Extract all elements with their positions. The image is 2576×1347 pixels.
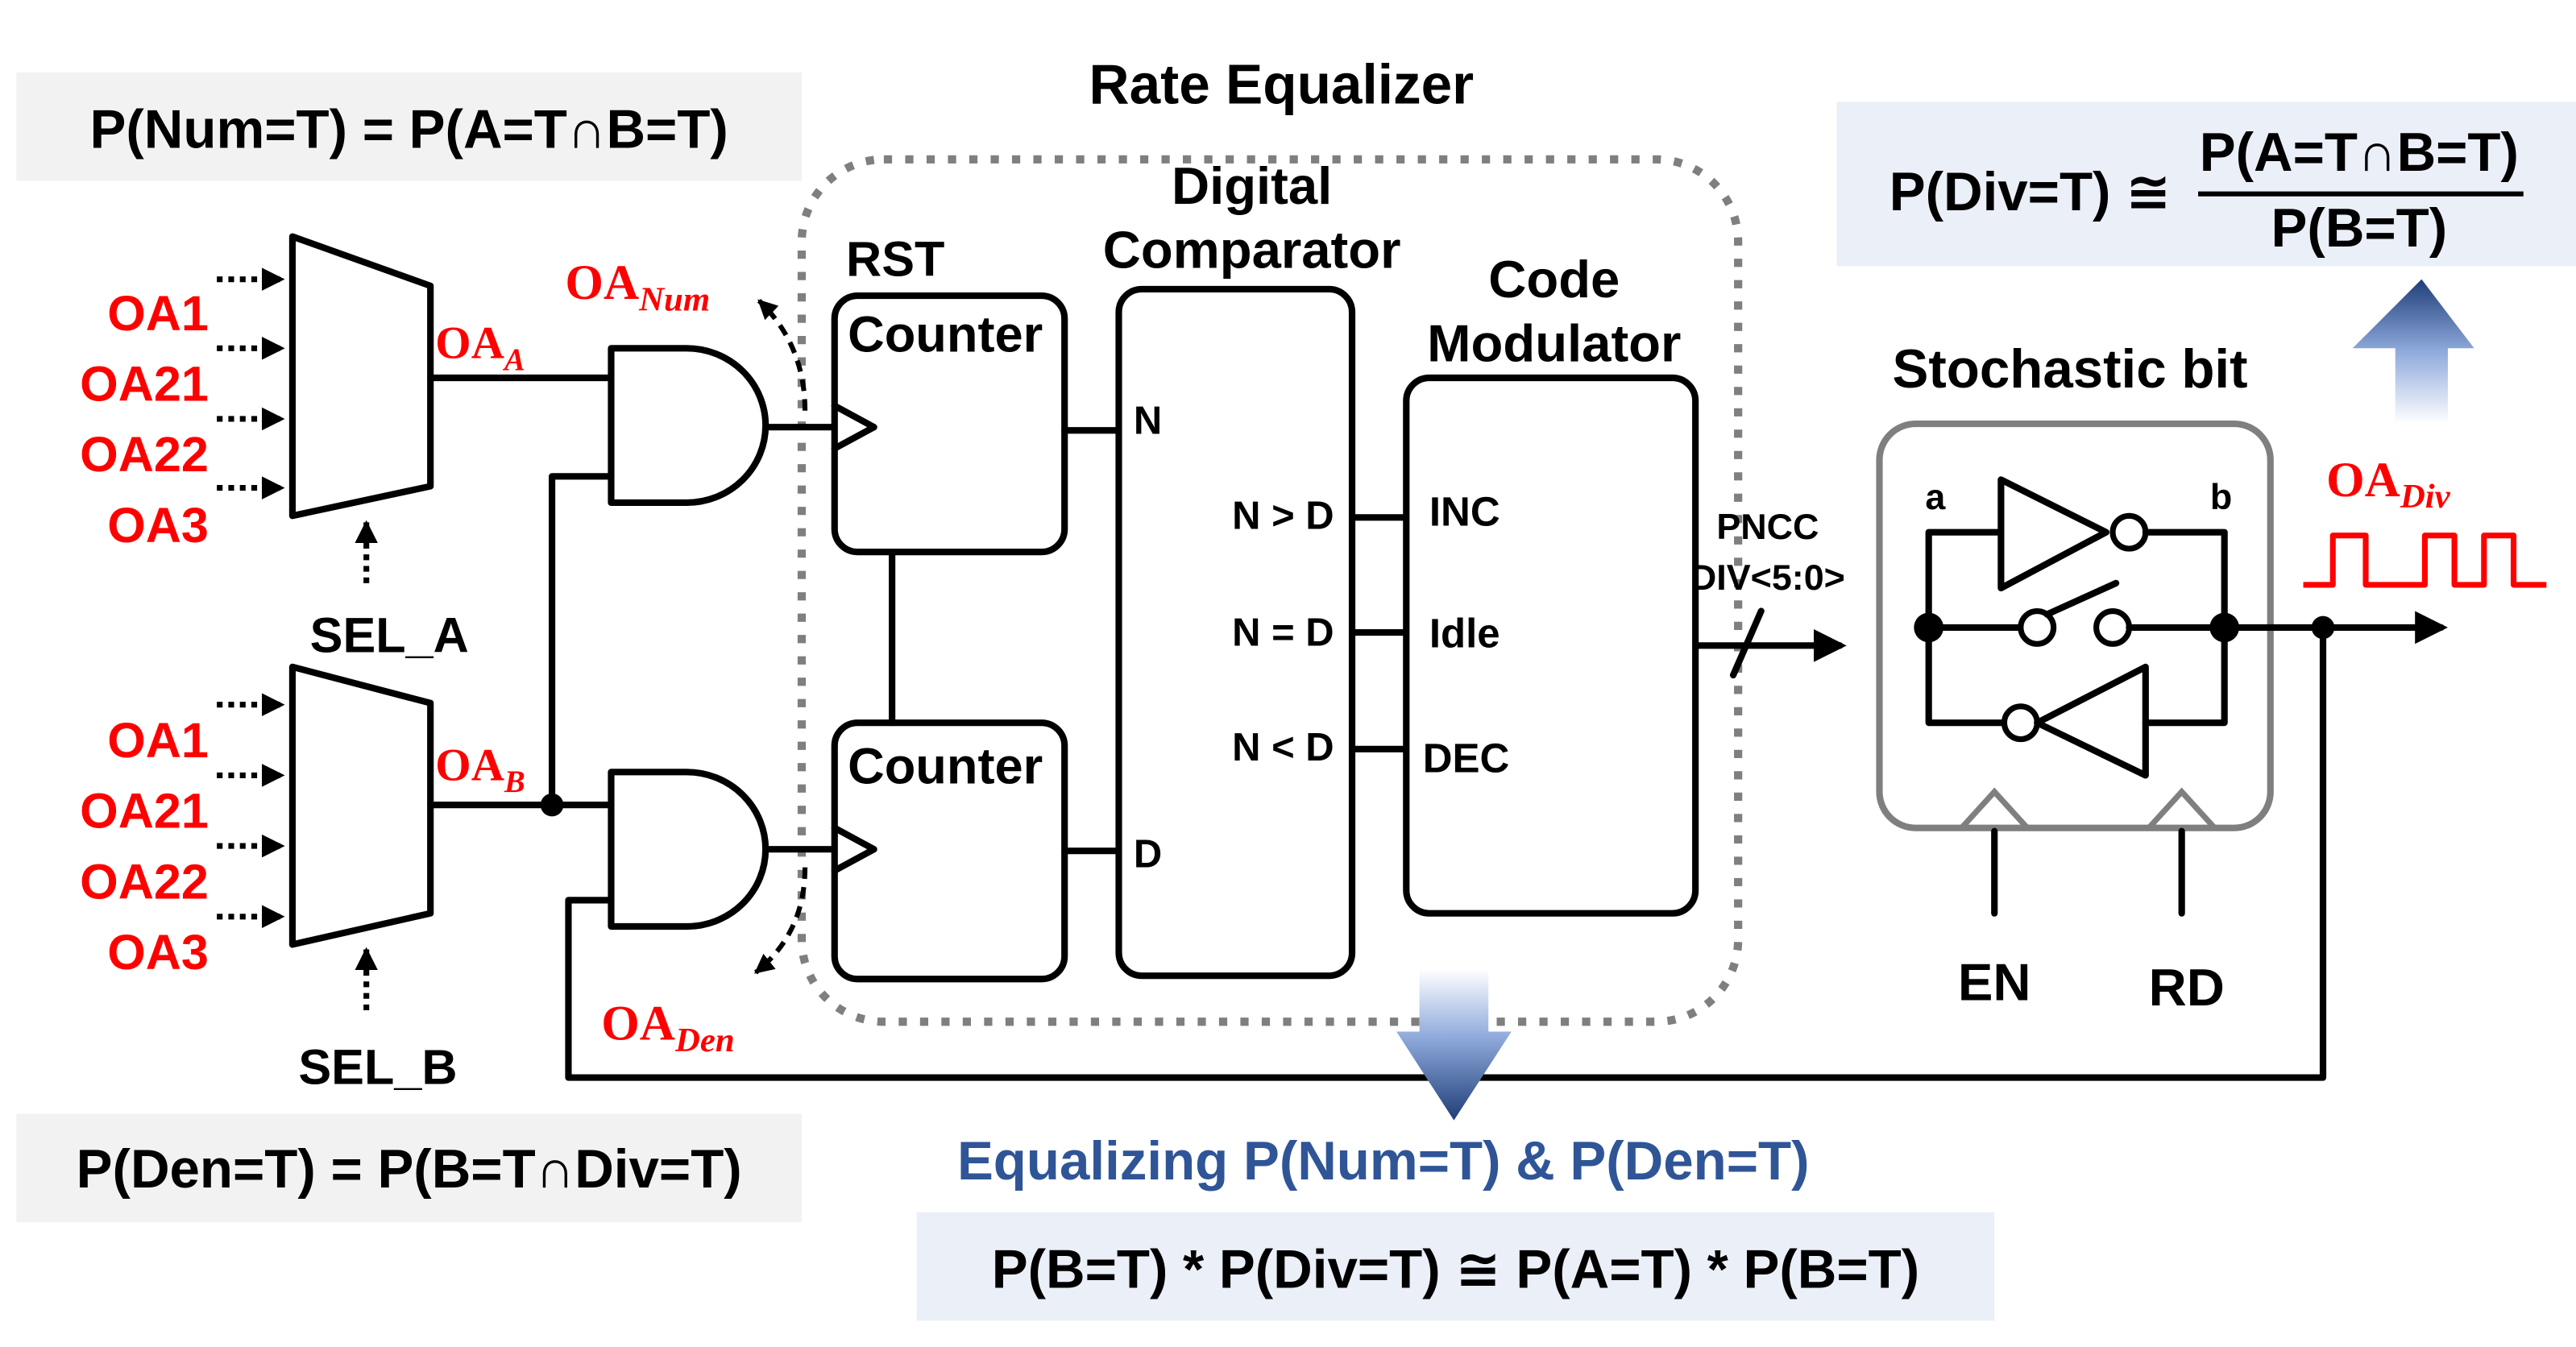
mux-b-input-label: OA21	[80, 784, 209, 839]
bus-label-pncc: PNCC	[1716, 506, 1819, 547]
code-modulator: INC Idle DEC	[1403, 374, 1699, 917]
en-label: EN	[1958, 953, 2031, 1012]
modulator-title-1: Code	[1488, 250, 1620, 309]
down-arrow-icon	[1396, 969, 1512, 1121]
comparator-output-gt: N > D	[1232, 495, 1334, 538]
rst-label: RST	[846, 232, 944, 287]
modulator-input-dec: DEC	[1423, 735, 1510, 781]
svg-text:OAB: OAB	[435, 740, 525, 799]
mux-b: OA1 OA21 OA22 OA3 SEL_B	[80, 663, 458, 1095]
up-arrow-icon	[2352, 279, 2474, 425]
den-formula: P(Den=T) = P(B=T∩Div=T)	[77, 1139, 742, 1200]
rate-equalizer-title: Rate Equalizer	[1089, 53, 1475, 116]
mux-a-input-label: OA22	[80, 427, 209, 482]
stochastic-bit-title: Stochastic bit	[1892, 339, 2247, 400]
node-b-label: b	[2210, 476, 2232, 517]
mux-b-input-label: OA22	[80, 854, 209, 909]
oa-a-label: OAA	[435, 318, 525, 377]
equality-box: P(B=T) * P(Div=T) ≅ P(A=T) * P(B=T)	[916, 1212, 1995, 1321]
den-formula-box: P(Den=T) = P(B=T∩Div=T)	[16, 1113, 802, 1222]
counter-top: Counter	[831, 292, 1068, 556]
junction-dot	[540, 793, 564, 817]
junction-dot	[1914, 612, 1944, 643]
oa-num-label: OANum	[565, 255, 710, 318]
equality-formula: P(B=T) * P(Div=T) ≅ P(A=T) * P(B=T)	[992, 1240, 1919, 1300]
rd-label: RD	[2149, 958, 2225, 1017]
equalizing-caption: Equalizing P(Num=T) & P(Den=T)	[957, 1131, 1810, 1192]
oa-div-label: OADiv	[2326, 453, 2451, 516]
rate-equalizer-boundary	[797, 155, 1743, 1026]
wires	[427, 374, 2327, 1081]
comparator-title-2: Comparator	[1103, 220, 1401, 279]
svg-text:OADiv: OADiv	[2326, 453, 2451, 516]
node-a-label: a	[1925, 476, 1946, 517]
div-formula-box: P(Div=T) ≅ P(A=T∩B=T) P(B=T)	[1836, 102, 2576, 267]
sel-a-label: SEL_A	[310, 607, 469, 662]
num-formula: P(Num=T) = P(A=T∩B=T)	[90, 100, 728, 160]
comparator-output-lt: N < D	[1232, 726, 1334, 769]
num-formula-box: P(Num=T) = P(A=T∩B=T)	[16, 72, 802, 181]
oa-den-label: OADen	[601, 997, 734, 1059]
div-formula-lhs: P(Div=T) ≅	[1889, 162, 2172, 222]
div-formula-numerator: P(A=T∩B=T)	[2200, 122, 2519, 183]
switch-icon	[2018, 607, 2057, 647]
sel-b-label: SEL_B	[298, 1040, 457, 1095]
comparator-input-d: D	[1134, 833, 1162, 877]
counter-top-label: Counter	[848, 306, 1043, 363]
svg-text:OANum: OANum	[565, 255, 710, 318]
comparator-output-eq: N = D	[1232, 611, 1334, 654]
bus-label-div: DIV<5:0>	[1690, 557, 1845, 598]
counter-bottom: Counter	[831, 719, 1068, 983]
pulse-waveform-icon	[2303, 533, 2547, 588]
mux-a: OA1 OA21 OA22 OA3 SEL_A	[80, 233, 469, 662]
stochastic-bit: a b	[1876, 421, 2274, 831]
den-dashed-arrow-icon	[753, 867, 808, 975]
num-dashed-arrow-icon	[757, 298, 808, 411]
mux-a-input-label: OA21	[80, 357, 209, 412]
div-formula-denominator: P(B=T)	[2271, 198, 2448, 259]
mux-a-input-label: OA3	[107, 498, 209, 553]
svg-text:OAA: OAA	[435, 318, 525, 377]
modulator-input-inc: INC	[1429, 488, 1500, 534]
counter-bottom-label: Counter	[848, 739, 1043, 795]
oa-b-label: OAB	[435, 740, 525, 799]
junction-dot	[2311, 615, 2335, 640]
digital-comparator: N D N > D N = D N < D	[1115, 285, 1356, 980]
modulator-title-2: Modulator	[1427, 314, 1681, 373]
and-gate-num	[608, 345, 769, 507]
mux-a-input-label: OA1	[107, 286, 209, 341]
modulator-input-idle: Idle	[1429, 610, 1500, 656]
svg-text:OADen: OADen	[601, 997, 734, 1059]
mux-b-input-label: OA1	[107, 713, 209, 768]
inverter-top-icon	[1997, 476, 2109, 592]
bus-slash	[1729, 607, 1765, 679]
comparator-input-n: N	[1134, 399, 1162, 442]
comparator-title-1: Digital	[1172, 156, 1332, 215]
mux-b-input-label: OA3	[107, 925, 209, 980]
and-gate-den	[608, 769, 769, 930]
mux-a-inputs: OA1 OA21 OA22 OA3	[80, 267, 285, 553]
